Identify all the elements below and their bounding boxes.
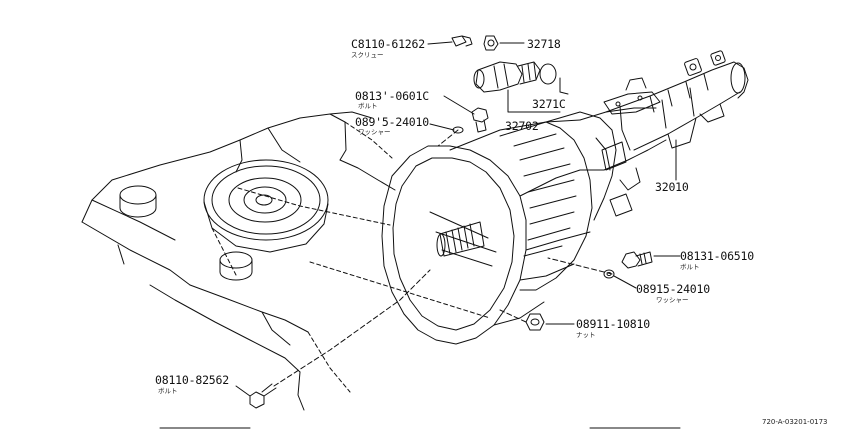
part-name-washer-right: ワッシャー — [656, 296, 689, 304]
part-name-nut: ナット — [576, 331, 596, 339]
nut-drawing — [525, 313, 545, 331]
bolt-right-drawing — [621, 251, 653, 269]
transmission-housing — [381, 119, 605, 345]
part-number-nut: 08911-10810 — [576, 317, 650, 331]
extension-housing — [605, 50, 749, 191]
o-ring-drawing — [539, 63, 557, 85]
assembly-lines — [273, 129, 613, 387]
bolt-bottom-drawing — [249, 383, 277, 409]
part-number-sleeve: 32702 — [505, 119, 539, 133]
screw-drawing — [451, 35, 473, 47]
part-number-washer-right: 08915-24010 — [636, 282, 710, 296]
engine-block-outline — [81, 111, 396, 411]
part-number-screw: C8110-61262 — [351, 37, 425, 51]
shift-cover — [603, 77, 661, 115]
part-name-washer-top: ワッシャー — [358, 128, 391, 136]
gearcase-body — [499, 107, 667, 291]
engine-plug-top — [119, 185, 157, 218]
flywheel-drawing — [203, 159, 329, 253]
reference-code: 720-A-03201-0173 — [762, 418, 828, 426]
leader-lines — [235, 41, 681, 397]
part-name-bolt-top: ボルト — [358, 102, 378, 110]
part-name-screw: スクリュー — [351, 51, 384, 59]
engine-plug-lower — [219, 251, 253, 281]
speedo-sleeve-drawing — [473, 61, 541, 93]
part-number-washer-top: 089'5-24010 — [355, 115, 429, 129]
part-number-bolt-top: 0813'-0601C — [355, 89, 429, 103]
bolt-top-drawing — [471, 107, 489, 133]
part-number-bolt-bottom: 08110-82562 — [155, 373, 229, 387]
part-number-bolt-right: 08131-06510 — [680, 249, 754, 263]
speedo-gear-drawing — [483, 35, 499, 51]
part-name-bolt-bottom: ボルト — [158, 387, 178, 395]
part-number-o-ring: 3271C — [532, 97, 566, 111]
hidden-edges — [211, 121, 491, 393]
input-shaft — [436, 221, 485, 257]
part-name-bolt-right: ボルト — [680, 263, 700, 271]
part-number-transmission: 32010 — [655, 180, 689, 194]
part-number-gear: 32718 — [527, 37, 561, 51]
